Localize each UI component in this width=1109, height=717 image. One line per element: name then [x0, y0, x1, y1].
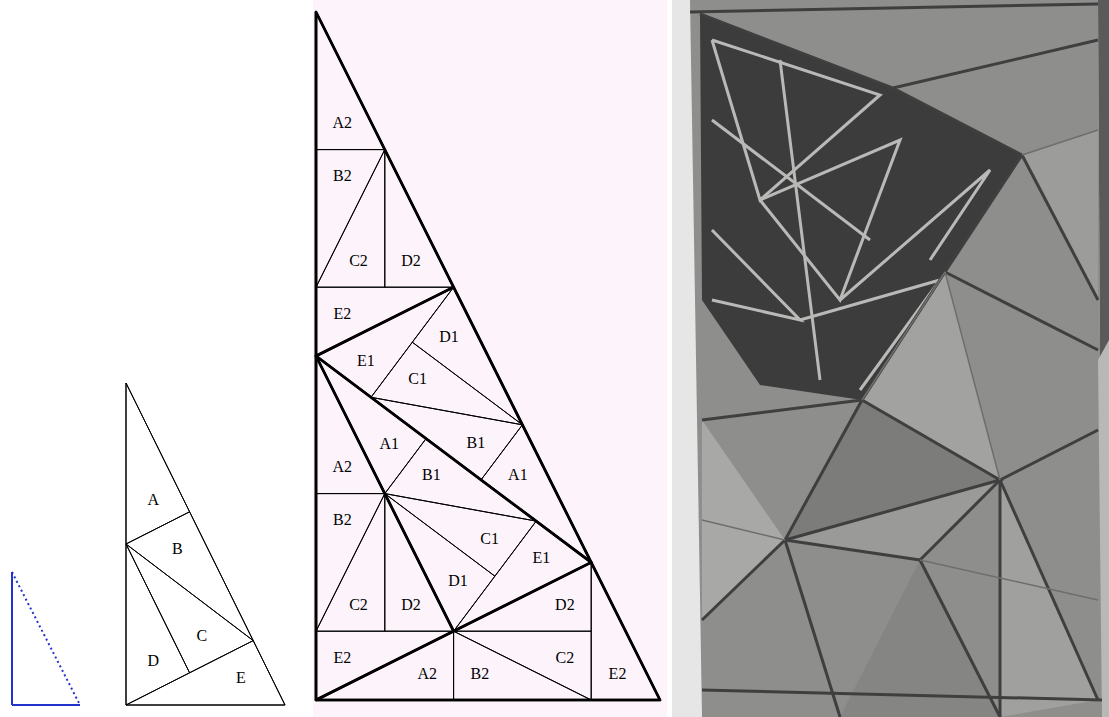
tile-outline [316, 150, 385, 288]
tile-outline [412, 287, 522, 425]
piece-label: E1 [357, 353, 375, 369]
tile-outline [385, 439, 536, 521]
tile-outline [316, 356, 591, 631]
piece-label: A2 [333, 459, 353, 475]
tile-outline [385, 494, 495, 632]
piece-label: B2 [333, 168, 352, 184]
piece-label: D1 [439, 329, 459, 345]
tile-outline [385, 494, 536, 577]
tile-outline [371, 342, 522, 425]
tile-outline [316, 12, 454, 356]
piece-label: C2 [556, 650, 575, 666]
piece-label: B1 [467, 435, 486, 451]
piece-label: B1 [422, 467, 441, 483]
piece-label: E2 [333, 650, 351, 666]
piece-label: E2 [333, 306, 351, 322]
piece-label: A1 [508, 467, 528, 483]
piece-label: D1 [448, 573, 468, 589]
piece-label: C1 [408, 371, 427, 387]
piece-label: B2 [471, 666, 490, 682]
piece-label: B2 [333, 512, 352, 528]
tile-outline [454, 631, 592, 700]
tile-outline [371, 397, 522, 480]
tile-outline [126, 383, 285, 705]
piece-label: A [147, 492, 159, 508]
piece-label: D2 [401, 253, 421, 269]
tile-outline [316, 356, 454, 700]
piece-label: A1 [380, 436, 400, 452]
piece-label: D2 [555, 597, 575, 613]
piece-label: E2 [609, 666, 627, 682]
tile-outline [454, 521, 592, 631]
tile-outline [316, 12, 660, 700]
tile-outline [316, 287, 454, 397]
tile-outline [454, 631, 592, 700]
tile-outline [126, 544, 190, 705]
piece-label: C1 [480, 531, 499, 547]
piece-label: B [172, 541, 183, 557]
tile-outline [126, 544, 253, 673]
tile-outline [316, 287, 591, 562]
tile-outline [126, 383, 190, 544]
piece-label: E1 [533, 550, 551, 566]
tile-outline [316, 150, 385, 288]
piece-label: A2 [333, 115, 353, 131]
tile-outline [316, 562, 660, 700]
piece-label: D [147, 653, 159, 669]
tile-outline [126, 512, 253, 641]
piece-label: A2 [418, 666, 438, 682]
tile-outline [316, 494, 385, 632]
piece-label: E [236, 670, 246, 686]
piece-label: C2 [349, 253, 368, 269]
tile-outline [126, 641, 285, 705]
tile-outline [316, 494, 385, 632]
piece-label: D2 [401, 597, 421, 613]
piece-label: C [197, 628, 208, 644]
piece-label: C2 [349, 597, 368, 613]
